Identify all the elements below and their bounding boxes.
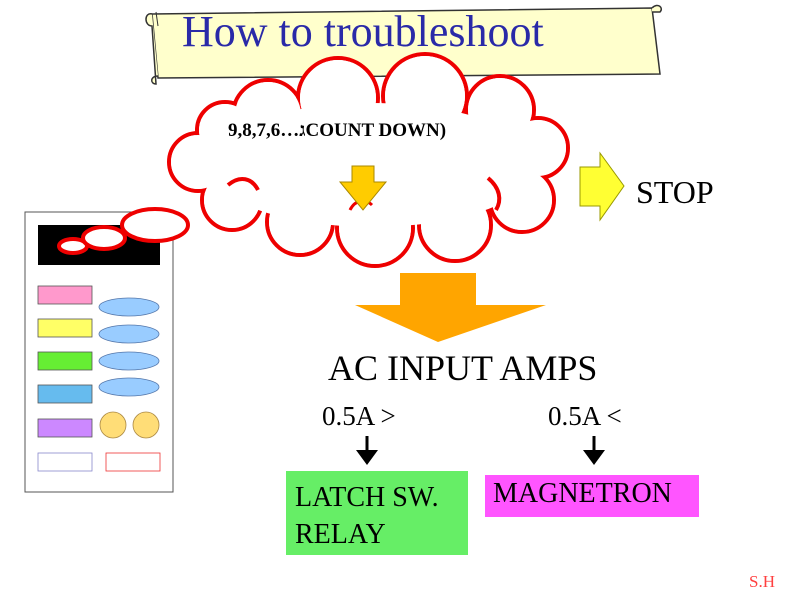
remote-control-icon xyxy=(24,211,174,493)
signature: S.H xyxy=(749,572,775,591)
scroll-banner-icon xyxy=(145,4,663,85)
branch-arrows-icon xyxy=(356,436,605,465)
thought-cloud-icon xyxy=(167,52,570,268)
orange-down-arrow-icon xyxy=(355,273,546,342)
latch-box-line1: LATCH SW. xyxy=(295,482,439,513)
latch-box-line2: RELAY xyxy=(295,519,386,550)
thought-bubbles-icon xyxy=(57,207,190,255)
ac-input-amps-label: AC INPUT AMPS xyxy=(328,348,598,388)
latch-switch-relay-box: LATCH SW. RELAY xyxy=(286,471,468,555)
countdown-text: 9,8,7,6…גCOUNT DOWN) xyxy=(228,120,447,141)
countdown-down-arrow-icon xyxy=(338,165,388,211)
page-title: How to troubleshoot xyxy=(182,7,544,56)
magnetron-box: MAGNETRON xyxy=(485,475,699,517)
branch-left-label: 0.5A > xyxy=(322,401,396,431)
stop-right-arrow-icon xyxy=(579,151,625,222)
branch-right-label: 0.5A < xyxy=(548,401,622,431)
stop-label: STOP xyxy=(636,174,714,210)
